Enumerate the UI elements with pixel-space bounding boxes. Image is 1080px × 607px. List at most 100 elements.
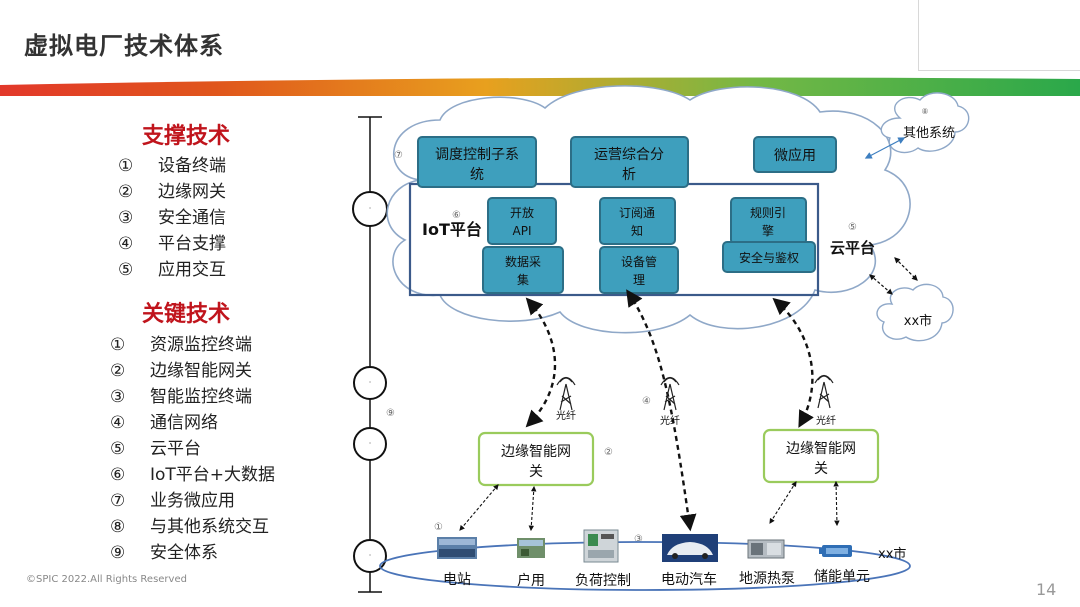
axis-dot: · (369, 551, 372, 560)
fiber-links (525, 289, 814, 532)
axis-dot: · (369, 378, 372, 387)
marker-2: ② (604, 447, 613, 458)
iot-subscribe-box: 订阅通 知 (599, 197, 676, 245)
header-color-band (0, 77, 1080, 96)
marker-7: ⑦ (394, 150, 403, 161)
svg-text:关: 关 (529, 464, 543, 480)
iot-device-mgmt-box: 设备管 理 (599, 246, 679, 294)
svg-text:设备管: 设备管 (621, 254, 657, 269)
signal-tower-icon (556, 376, 576, 411)
edge-gateway-left: 边缘智能网 关 (477, 431, 595, 487)
ground-area-ring (379, 541, 911, 591)
xx-city-link (894, 257, 918, 281)
marker-6: ⑥ (452, 210, 461, 221)
endpoint-label-household: 户用 (517, 572, 545, 589)
marker-1: ① (434, 522, 443, 533)
security-axis: · · · · (352, 116, 388, 593)
svg-text:安全与鉴权: 安全与鉴权 (739, 250, 799, 265)
support-tech-heading: 支撑技术 (142, 124, 231, 149)
other-systems-link (864, 137, 906, 159)
fiber-label: 光纤 (660, 414, 680, 427)
svg-text:调度控制子系: 调度控制子系 (435, 147, 519, 163)
iot-open-api-box: 开放 API (487, 197, 557, 245)
app-micro-box: 微应用 (753, 136, 837, 173)
endpoint-label-power-station: 电站 (443, 572, 471, 588)
marker-5: ⑤ (848, 222, 857, 233)
app-ops-analysis-box: 运营综合分 析 (570, 136, 689, 188)
svg-text:边缘智能网: 边缘智能网 (786, 441, 856, 457)
svg-text:开放: 开放 (510, 205, 534, 220)
marker-9: ⑨ (386, 408, 395, 419)
svg-text:集: 集 (517, 272, 529, 287)
fiber-label: 光纤 (816, 414, 836, 427)
svg-text:数据采: 数据采 (505, 254, 541, 269)
svg-text:微应用: 微应用 (774, 147, 816, 164)
svg-text:API: API (513, 224, 532, 238)
svg-text:⑧: ⑧ (921, 107, 928, 116)
marker-4: ④ (642, 396, 651, 407)
fiber-label: 光纤 (556, 409, 576, 422)
endpoint-label-load-control: 负荷控制 (575, 573, 631, 589)
copyright-footer: ©SPIC 2022.All Rights Reserved (26, 574, 187, 585)
power-station-icon (437, 537, 477, 559)
app-dispatch-box: 调度控制子系 统 (417, 136, 537, 188)
key-tech-heading: 关键技术 (142, 302, 231, 327)
signal-tower-icon (814, 374, 834, 409)
svg-text:其他系统: 其他系统 (903, 126, 955, 141)
svg-text:关: 关 (814, 461, 828, 477)
electric-car-icon (662, 534, 718, 562)
ground-source-heat-pump-icon (747, 539, 785, 559)
axis-node (353, 427, 387, 461)
endpoint-label-energy-storage: 储能单元 (814, 569, 870, 585)
svg-text:规则引: 规则引 (750, 205, 786, 220)
energy-storage-icon (819, 545, 852, 557)
svg-text:运营综合分: 运营综合分 (594, 147, 664, 163)
endpoint-label-heat-pump: 地源热泵 (739, 571, 795, 587)
axis-node (353, 366, 387, 400)
endpoint-label-electric-car: 电动汽车 (661, 571, 717, 588)
edge-gateway-right: 边缘智能网 关 (762, 428, 880, 484)
page-number: 14 (1036, 580, 1057, 599)
iot-platform-label: IoT平台 (422, 220, 482, 239)
device-links (459, 480, 840, 532)
svg-text:析: 析 (622, 167, 636, 183)
marker-3: ③ (634, 534, 643, 545)
svg-text:擎: 擎 (762, 223, 774, 238)
axis-node (353, 539, 387, 573)
load-control-icon (583, 529, 619, 563)
header-corner-box (918, 0, 1080, 71)
signal-tower-icon (660, 376, 680, 411)
iot-security-auth-box: 安全与鉴权 (722, 241, 816, 273)
household-icon (517, 538, 545, 558)
axis-dot: · (369, 439, 372, 448)
xx-city-cloud: xx市 (876, 283, 954, 342)
axis-dot: · (369, 204, 372, 213)
svg-text:统: 统 (470, 167, 484, 183)
svg-text:xx市: xx市 (904, 313, 932, 329)
slide-title: 虚拟电厂技术体系 (24, 32, 224, 60)
svg-text:边缘智能网: 边缘智能网 (501, 444, 571, 460)
xx-city-ground-label: xx市 (878, 546, 906, 562)
cloud-platform-label: 云平台 (830, 239, 875, 257)
xx-city-link (869, 274, 893, 295)
svg-text:订阅通: 订阅通 (619, 206, 655, 220)
svg-text:理: 理 (633, 273, 645, 287)
svg-text:知: 知 (631, 224, 643, 238)
